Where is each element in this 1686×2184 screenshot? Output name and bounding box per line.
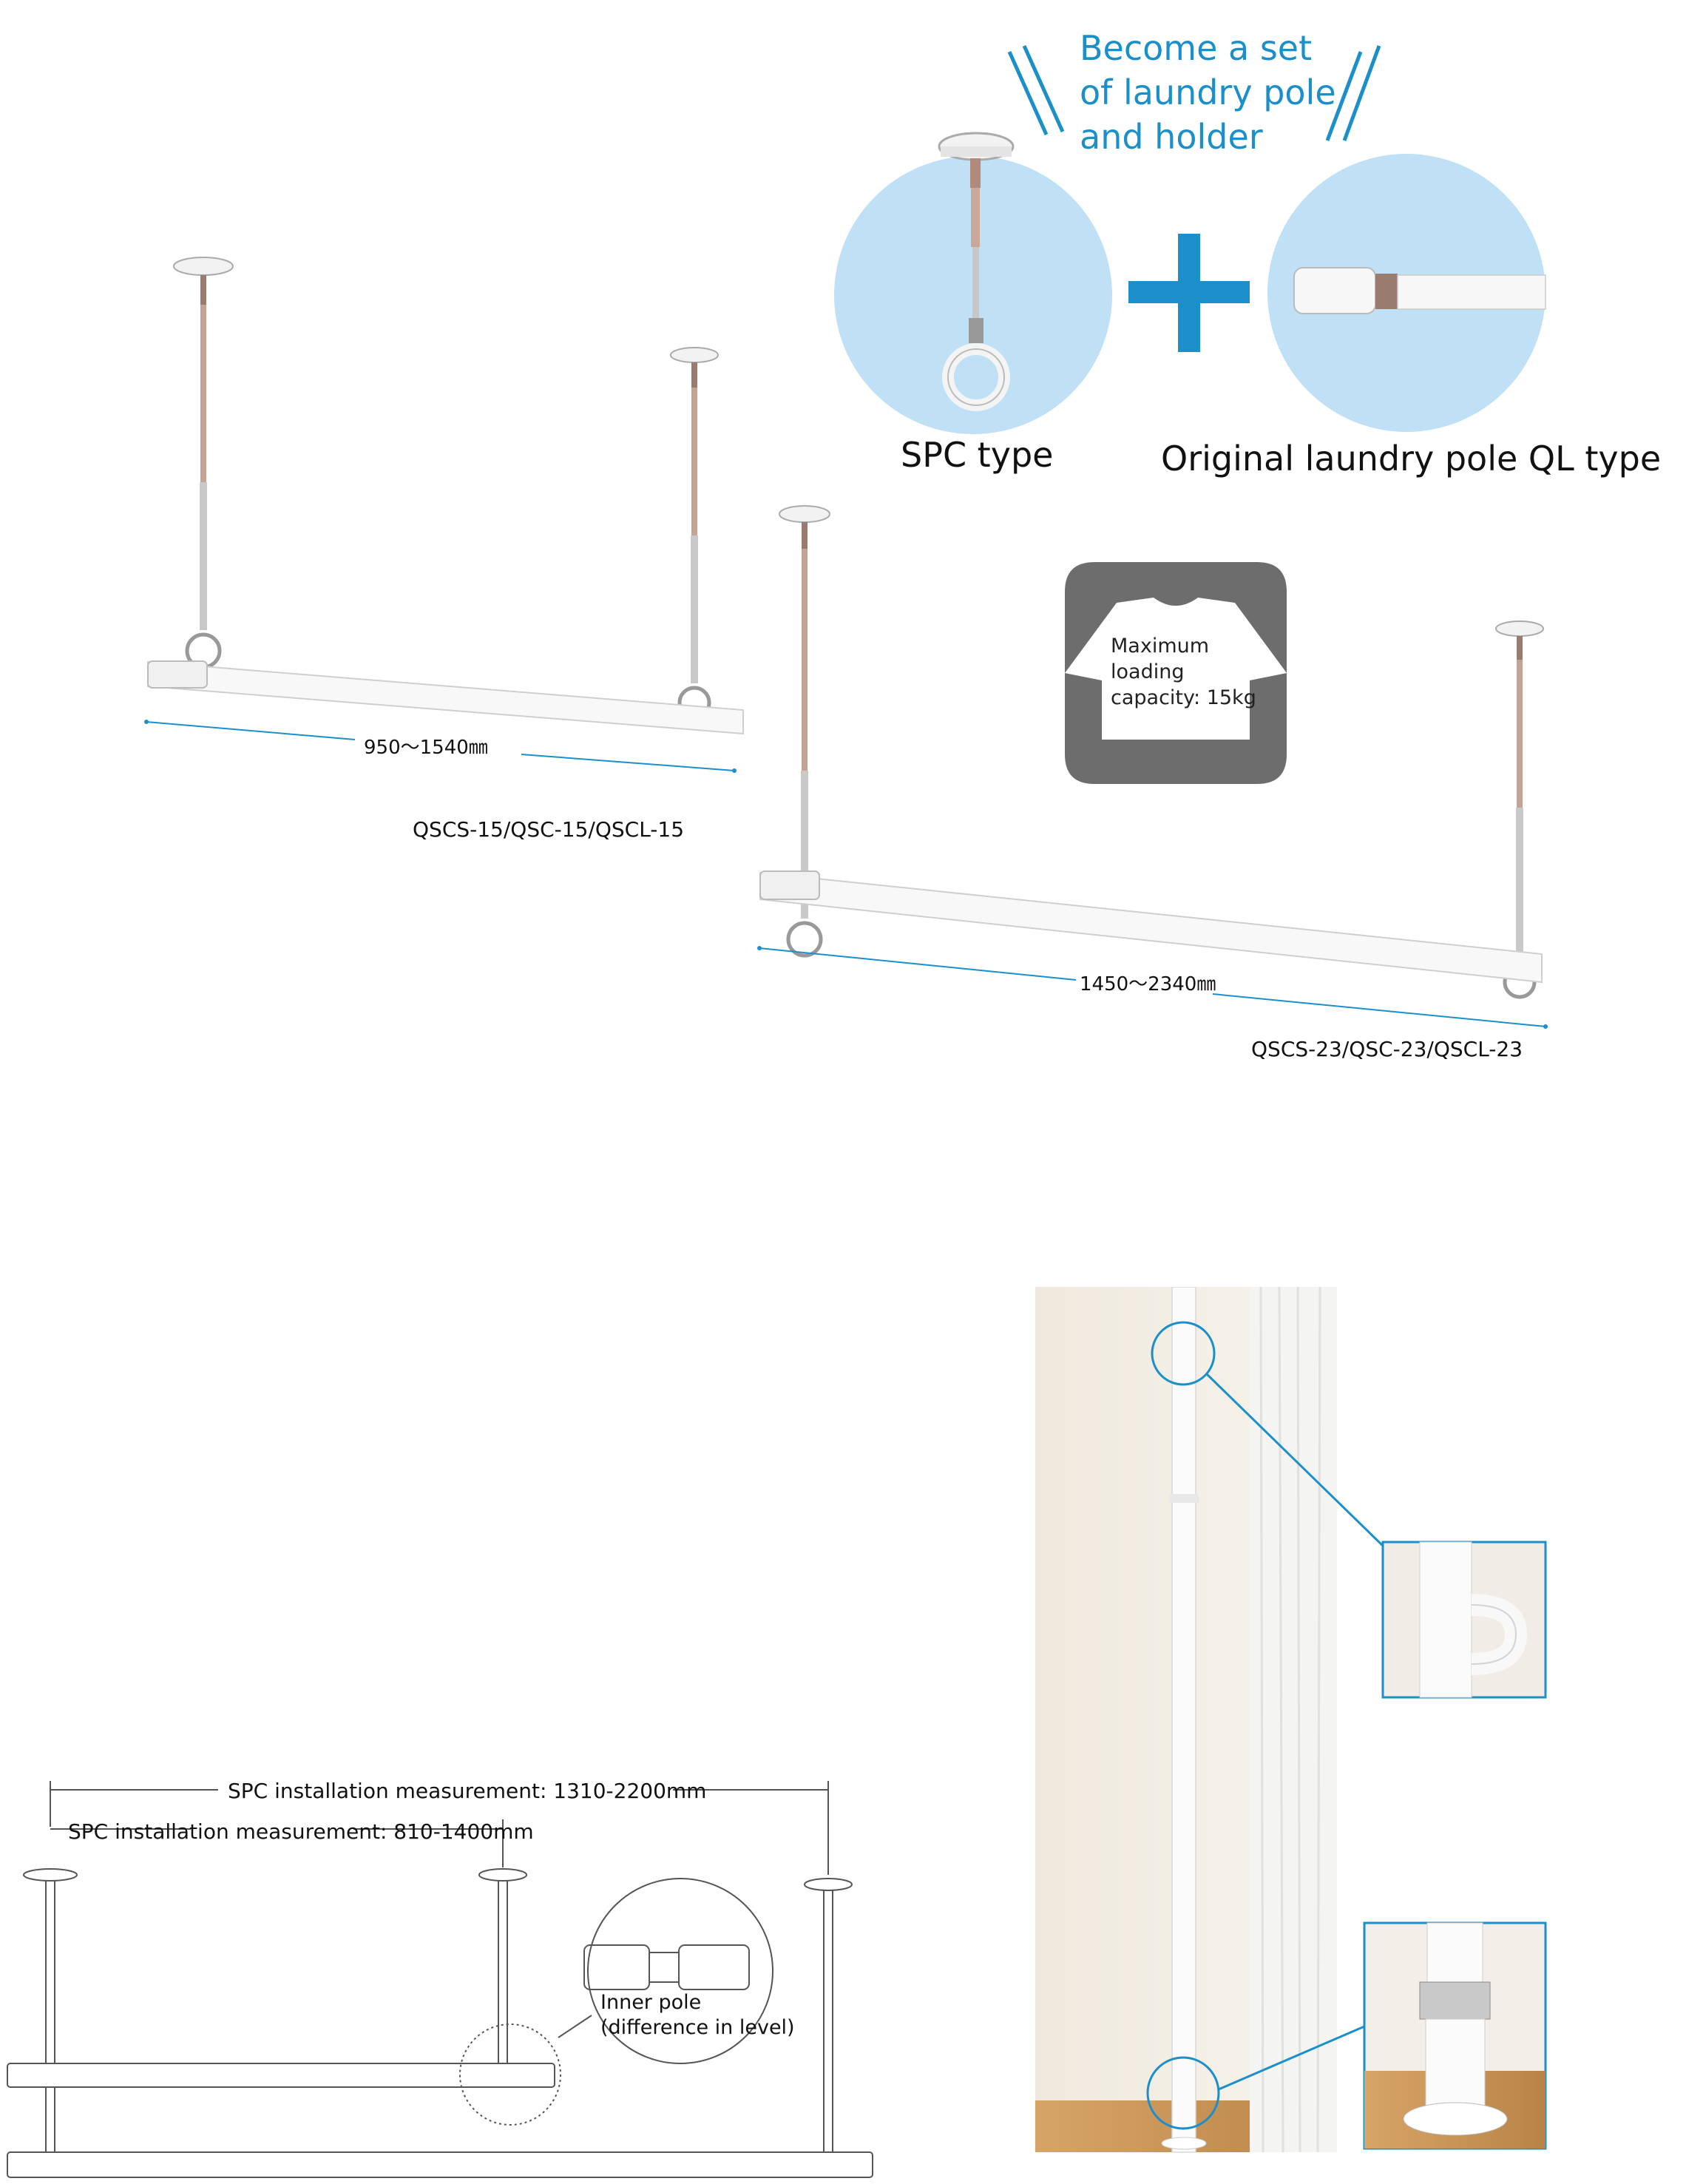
range-large: 1450〜2340㎜ — [1080, 973, 1216, 995]
badge-line-2: loading — [1111, 660, 1185, 683]
capacity-badge: Maximum loading capacity: 15kg — [1065, 562, 1287, 784]
callout-bottom-circle — [1146, 2056, 1220, 2130]
measure-line-small-right — [521, 754, 735, 771]
pole-type-label: Original laundry pole QL type — [1161, 439, 1662, 479]
set-graphics — [834, 44, 1546, 434]
pole-large — [759, 871, 1543, 984]
right-holder — [670, 347, 719, 720]
shirt-icon — [1065, 598, 1287, 740]
measure-long-label: SPC installation measurement: 1310-2200m… — [228, 1779, 707, 1803]
range-small: 950〜1540㎜ — [364, 737, 488, 759]
models-small: QSCS-15/QSC-15/QSCL-15 — [413, 817, 685, 842]
measure-line-large-right — [1212, 993, 1546, 1027]
inner-pole-line-2: (difference in level) — [600, 2016, 795, 2039]
badge-shape — [1065, 562, 1287, 784]
models-large: QSCS-23/QSC-23/QSCL-23 — [1251, 1037, 1523, 1061]
measure-line-small-left — [146, 721, 356, 740]
slash-decor-left — [1007, 44, 1065, 136]
installation-diagram: SPC installation measurement: 1310-2200m… — [0, 1731, 887, 2184]
large-right-holder — [1495, 621, 1544, 999]
slash-decor-right — [1325, 45, 1381, 141]
badge-line-3: capacity: 15kg — [1111, 686, 1256, 709]
installation-drawing — [7, 1781, 873, 2178]
set-heading-line-3: and holder — [1080, 117, 1263, 157]
pole-small — [147, 660, 744, 735]
measure-short-label: SPC installation measurement: 810-1400mm — [68, 1819, 534, 1844]
set-heading-line-1: Become a set — [1080, 28, 1313, 68]
callout-top-circle — [1151, 1321, 1216, 1386]
product-large-drawing — [757, 505, 1548, 1029]
wall-pole-photo — [1035, 1287, 1553, 2160]
inner-pole-line-1: Inner pole — [600, 1991, 702, 2014]
pole-end-icon — [1293, 267, 1546, 314]
plus-icon — [1128, 234, 1250, 352]
set-heading-line-2: of laundry pole — [1080, 72, 1336, 112]
large-left-holder — [779, 505, 830, 958]
set-section: Become a set of laundry pole and holder … — [0, 0, 1686, 518]
product-small: 950〜1540㎜ QSCS-15/QSC-15/QSCL-15 — [0, 222, 813, 858]
left-holder — [173, 257, 234, 669]
product-large: 1450〜2340㎜ QSCS-23/QSC-23/QSCL-23 — [739, 488, 1627, 1080]
spc-holder-icon — [938, 132, 1015, 411]
photo-drawing — [1035, 1287, 1547, 2153]
spc-type-label: SPC type — [901, 435, 1054, 475]
measure-line-large-left — [759, 947, 1077, 981]
product-small-drawing — [144, 257, 744, 773]
badge-line-1: Maximum — [1111, 635, 1210, 657]
